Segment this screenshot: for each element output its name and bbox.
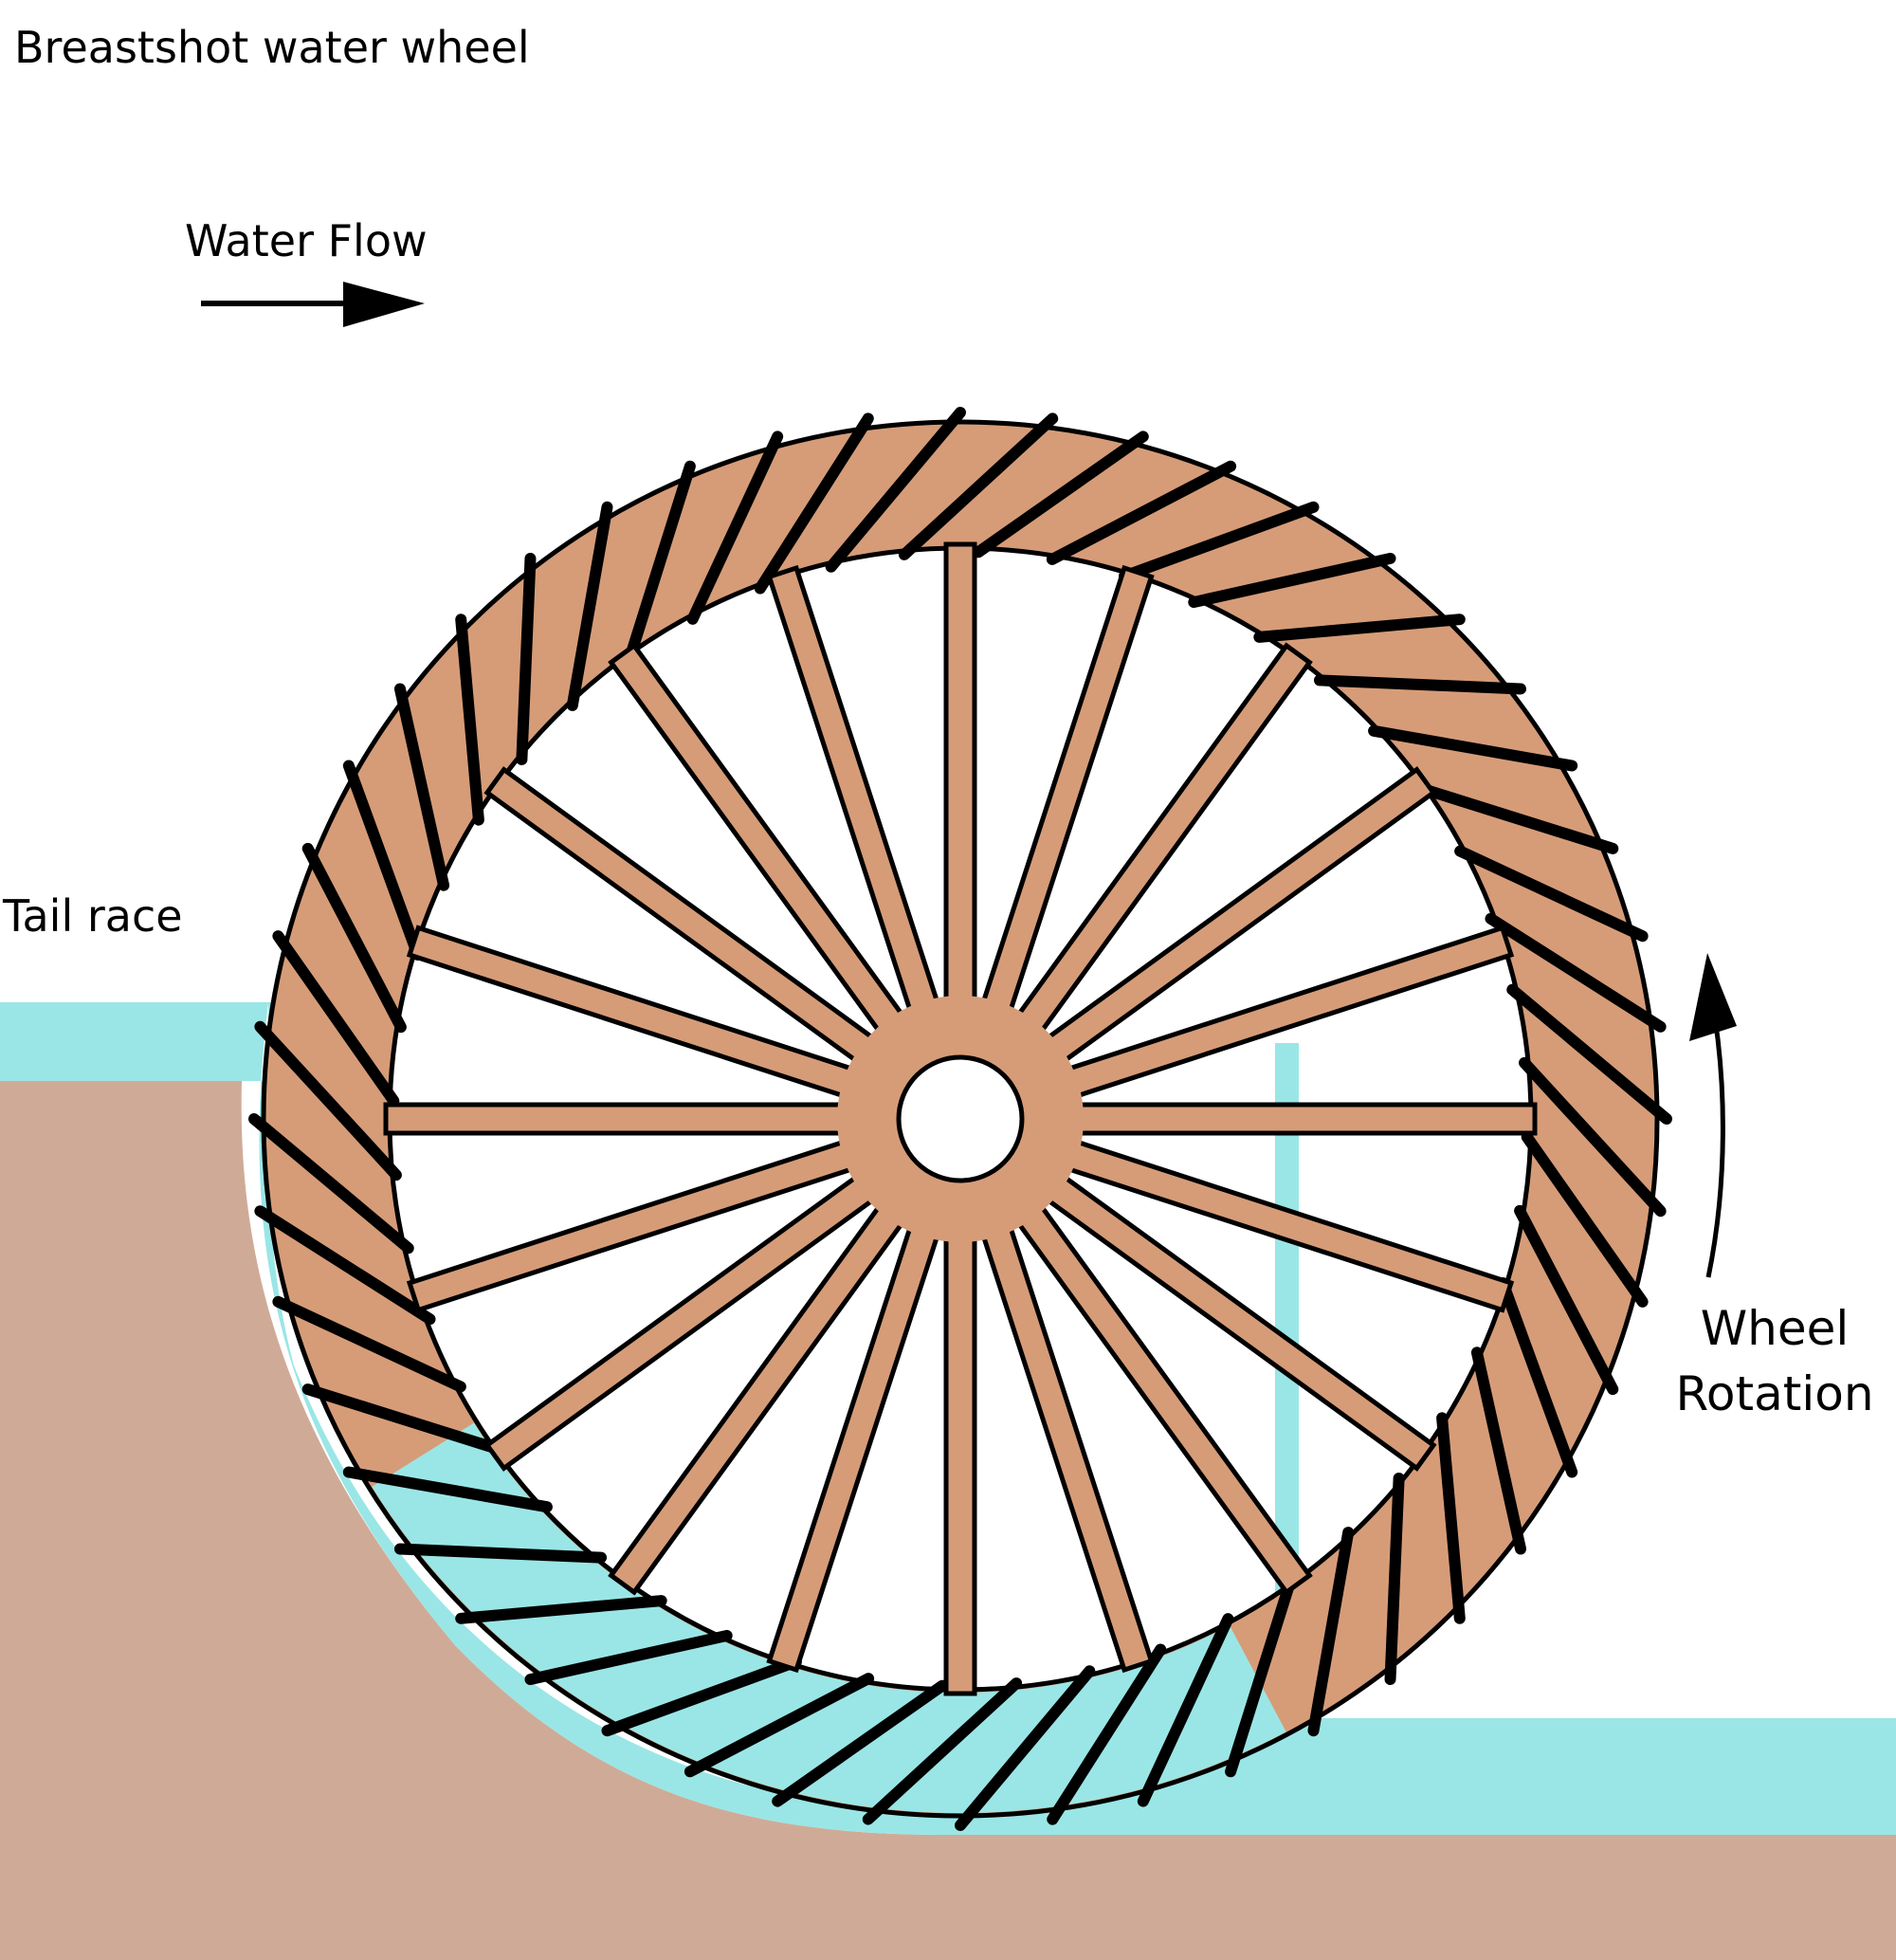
- wheel-paddle: [1368, 724, 1578, 772]
- wheel-paddle: [1506, 983, 1672, 1125]
- wheel-spoke: [1066, 1102, 1538, 1136]
- wheel-paddle: [684, 1673, 875, 1778]
- wheel-paddle: [1521, 1131, 1649, 1308]
- wheel-paddle: [825, 407, 966, 573]
- wheel-paddle: [455, 614, 484, 826]
- wheel-spoke: [943, 541, 977, 1013]
- wheel-paddle: [566, 501, 613, 711]
- wheel-paddle: [601, 1656, 802, 1737]
- wheel-paddle: [973, 430, 1149, 559]
- wheel-paddle: [1047, 1643, 1167, 1825]
- wheel-paddle: [772, 1679, 948, 1807]
- wheel-paddle: [1119, 501, 1320, 582]
- wheel-paddle: [1485, 912, 1667, 1033]
- wheel-paddle: [1313, 674, 1527, 695]
- wheel-paddle: [1470, 1346, 1527, 1555]
- wheel-paddle: [1436, 1412, 1466, 1624]
- water-flow-arrow: [201, 282, 425, 327]
- wheel-rotation-label-line1: Wheel: [1701, 1301, 1850, 1356]
- water-channel: [0, 1002, 1896, 1835]
- wheel-paddle: [754, 412, 874, 595]
- wheel-paddle: [1514, 1204, 1619, 1396]
- wheel-paddle: [1497, 1277, 1578, 1478]
- water-wheel: [248, 407, 1672, 1831]
- wheel-paddles: [248, 407, 1672, 1831]
- wheel-rotation-arrow: [1689, 953, 1737, 1278]
- wheel-rotation-label-line2: Rotation: [1675, 1366, 1873, 1421]
- wheel-paddle: [248, 1113, 414, 1255]
- wheel-paddle: [301, 842, 407, 1034]
- wheel-spoke: [943, 1225, 977, 1696]
- wheel-paddle: [955, 1665, 1096, 1831]
- wheel-paddle: [393, 683, 450, 891]
- wheel-paddle: [524, 1629, 733, 1686]
- wheel-paddle: [455, 1595, 667, 1624]
- ground: [0, 1081, 1896, 1960]
- wheel-paddle: [272, 930, 400, 1107]
- wheel-paddle: [301, 1383, 506, 1456]
- wheel-paddle: [1188, 552, 1396, 609]
- wheel-paddle: [272, 1295, 466, 1393]
- wheel-paddle: [686, 430, 784, 625]
- wheel-paddle: [516, 552, 537, 766]
- wheel-paddle: [898, 412, 1059, 560]
- diagram-title: Breastshot water wheel: [14, 22, 530, 73]
- wheel-paddle: [393, 1543, 608, 1564]
- wheel-paddle: [1225, 1573, 1297, 1778]
- tail-race-label: Tail race: [2, 890, 183, 942]
- wheel-paddle: [342, 1466, 553, 1513]
- wheel-paddle: [342, 760, 424, 961]
- wheel-paddle: [624, 460, 696, 665]
- wheel-paddle: [1414, 782, 1619, 854]
- wheel-paddle: [1454, 845, 1649, 943]
- wheel-paddle: [254, 1205, 436, 1326]
- wheel-paddle: [1519, 1056, 1667, 1218]
- wheel-paddle: [1137, 1613, 1234, 1807]
- wheel-spokes: [383, 541, 1538, 1696]
- water-flow-label: Water Flow: [185, 215, 428, 266]
- wheel-axle-hole: [896, 1054, 1025, 1183]
- wheel-paddle: [862, 1677, 1023, 1825]
- wheel-paddle: [1384, 1472, 1405, 1686]
- wheel-paddle: [1253, 614, 1466, 643]
- wheel-paddle: [1046, 460, 1237, 565]
- wheel-spoke: [383, 1102, 854, 1136]
- wheel-paddle: [254, 1020, 402, 1181]
- wheel-paddle: [1307, 1527, 1355, 1737]
